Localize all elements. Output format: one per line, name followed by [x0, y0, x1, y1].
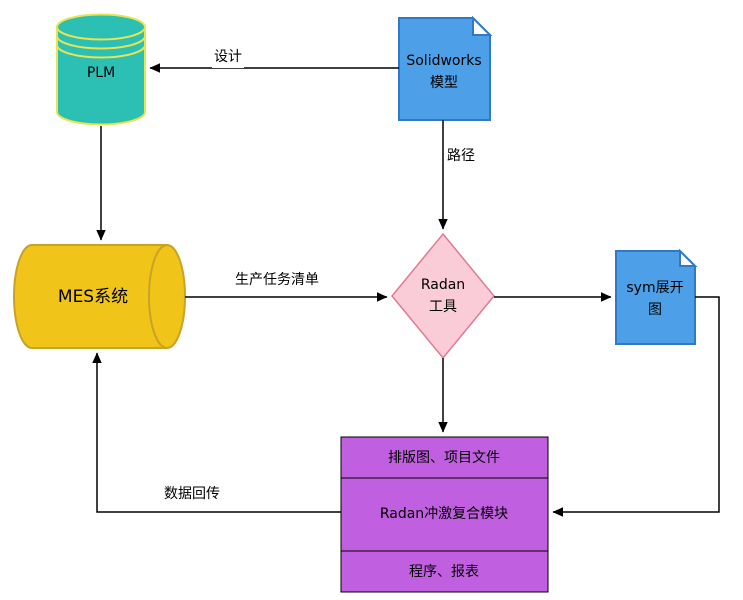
plm-cylinder-ring-1: [56, 35, 146, 50]
solidworks-label-line1: Solidworks: [406, 53, 482, 69]
solidworks-label: Solidworks 模型: [406, 50, 481, 94]
module-node: [340, 436, 549, 593]
edge-label-task-list: 生产任务清单: [233, 269, 321, 291]
sym-doc: [615, 250, 696, 345]
solidworks-doc-fold: [472, 15, 493, 36]
radan-label-line2: 工具: [429, 299, 457, 315]
plm-cylinder-body: [56, 26, 146, 126]
module-row-1-label: 排版图、项目文件: [388, 450, 500, 466]
mes-label: MES系统: [57, 287, 129, 307]
module-row-3-label: 程序、报表: [409, 564, 479, 580]
plm-cylinder-top: [56, 13, 146, 41]
module-row-2-label: Radan冲激复合模块: [379, 506, 509, 522]
edge-label-data-return: 数据回传: [162, 483, 222, 505]
mes-cylinder-cap: [148, 244, 168, 349]
sym-label-line2: 图: [648, 302, 662, 318]
solidworks-node: [398, 15, 493, 121]
mes-node: [13, 244, 186, 349]
edge-label-design: 设计: [212, 46, 244, 68]
sym-label: sym展开 图: [626, 277, 683, 321]
sym-node: [615, 248, 698, 345]
edge-module-to-mes: [92, 352, 341, 513]
plm-node: [56, 13, 146, 126]
edge-sym-to-module: [552, 296, 720, 517]
sym-label-line1: sym展开: [626, 280, 684, 296]
solidworks-label-line2: 模型: [429, 75, 458, 91]
radan-label: Radan 工具: [421, 274, 465, 318]
edge-label-path: 路径: [445, 145, 477, 167]
solidworks-doc: [398, 17, 491, 121]
module-box: [340, 436, 549, 593]
radan-label-line1: Radan: [420, 277, 466, 293]
plm-cylinder-ring-2: [56, 44, 146, 59]
plm-label: PLM: [86, 65, 116, 81]
sym-doc-fold: [679, 248, 698, 267]
